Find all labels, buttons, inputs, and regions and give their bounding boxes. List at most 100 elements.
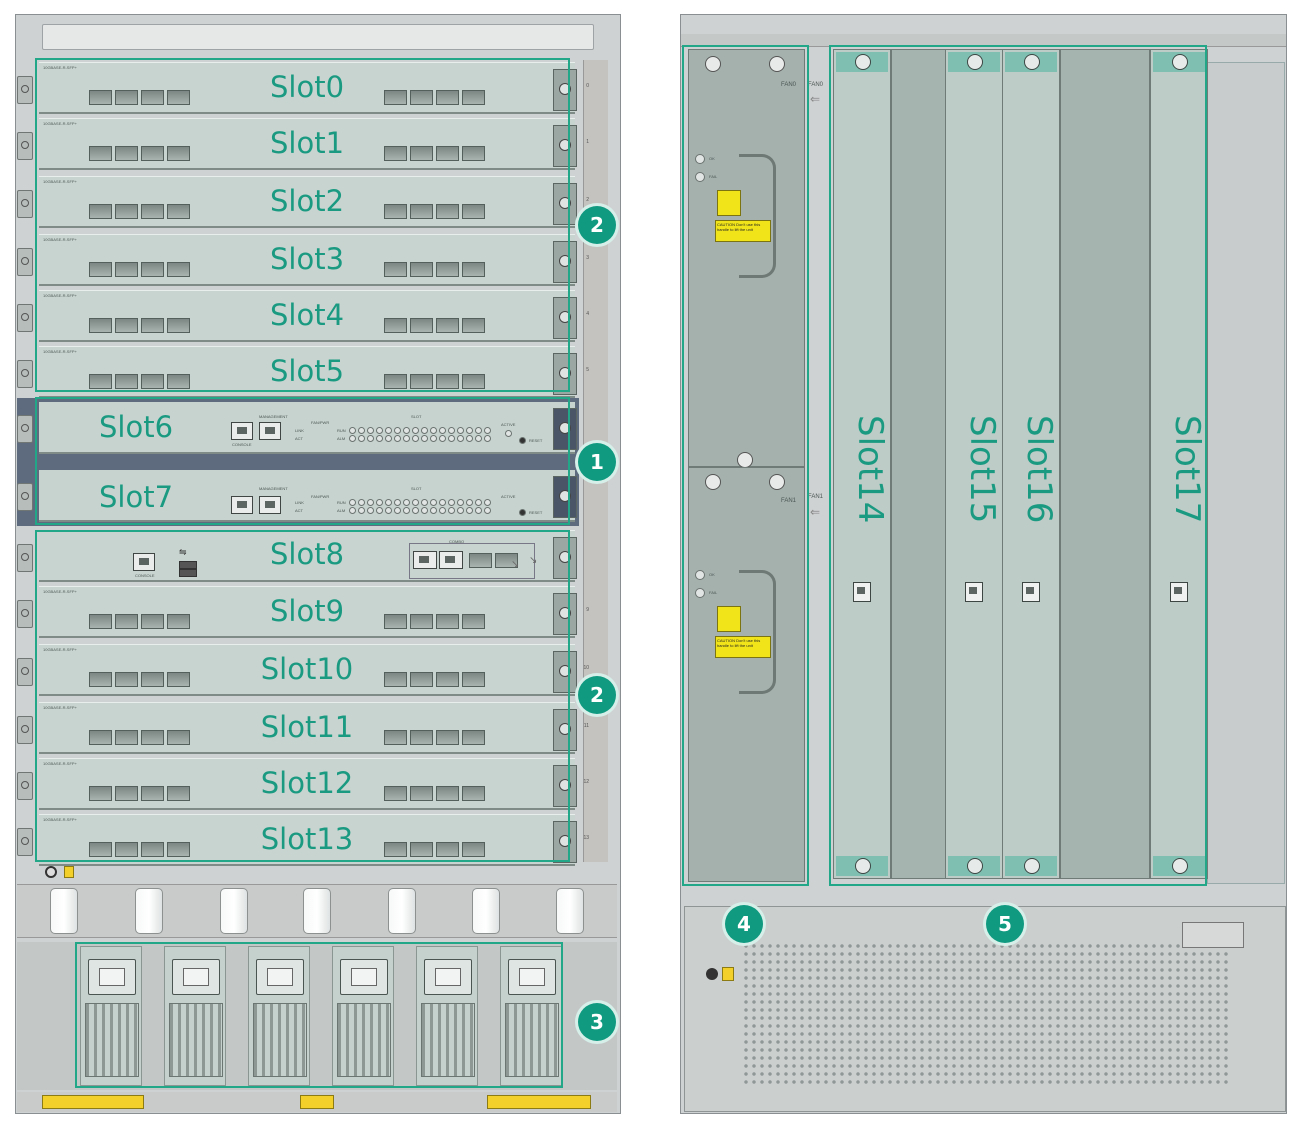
console-port[interactable] [853,582,871,602]
sfp-port[interactable] [141,786,164,801]
sfp-port[interactable] [167,614,190,629]
sfp-port[interactable] [141,614,164,629]
power-inlet-icon[interactable] [88,959,136,995]
console-port[interactable] [1170,582,1188,602]
sfp-port[interactable] [384,146,407,161]
card-ejector-icon[interactable] [553,353,577,395]
card-ejector-icon[interactable] [553,241,577,283]
sfp-port[interactable] [436,262,459,277]
console-port[interactable] [231,496,253,514]
sfp-port[interactable] [115,374,138,389]
sfp-port[interactable] [436,672,459,687]
sfp-port[interactable] [89,786,112,801]
power-supply-module[interactable] [500,946,562,1086]
sfp-port[interactable] [115,262,138,277]
sfp-port[interactable] [141,90,164,105]
sfp-port[interactable] [410,204,433,219]
sfp-port[interactable] [167,672,190,687]
card-ejector-icon[interactable] [553,125,577,167]
sfp-port[interactable] [141,842,164,857]
sfp-port[interactable] [410,146,433,161]
combo-sfp-port-2[interactable] [495,553,518,568]
sfp-port[interactable] [384,374,407,389]
card-ejector-icon[interactable] [553,765,577,807]
sfp-port[interactable] [410,90,433,105]
sfp-port[interactable] [436,786,459,801]
sfp-port[interactable] [462,672,485,687]
sfp-port[interactable] [167,318,190,333]
sfp-port[interactable] [436,614,459,629]
top-ejector-icon[interactable] [948,52,1000,72]
sfp-port[interactable] [89,204,112,219]
power-inlet-icon[interactable] [508,959,556,995]
sfp-port[interactable] [167,146,190,161]
sfp-port[interactable] [384,614,407,629]
sfp-port[interactable] [115,90,138,105]
sfp-port[interactable] [89,90,112,105]
sfp-port[interactable] [167,204,190,219]
sfp-port[interactable] [436,318,459,333]
sfp-port[interactable] [167,842,190,857]
sfp-port[interactable] [384,730,407,745]
sfp-port[interactable] [436,204,459,219]
sfp-port[interactable] [115,786,138,801]
sfp-port[interactable] [141,672,164,687]
card-ejector-icon[interactable] [553,821,577,863]
card-ejector-icon[interactable] [553,476,577,518]
mpu-card-slot6[interactable]: Slot6 MANAGEMENT CONSOLE LINK ACT FAN/PW… [17,402,577,454]
card-ejector-icon[interactable] [553,69,577,111]
sfp-port[interactable] [462,842,485,857]
sfp-port[interactable] [384,672,407,687]
sfp-port[interactable] [141,730,164,745]
reset-button[interactable] [519,509,526,516]
sfp-port[interactable] [141,204,164,219]
sfp-port[interactable] [462,786,485,801]
sfp-port[interactable] [141,318,164,333]
usb-port[interactable] [179,561,197,569]
sfp-port[interactable] [89,672,112,687]
combo-rj45-port-2[interactable] [439,551,463,569]
console-port[interactable] [231,422,253,440]
fabric-card-slot14[interactable]: Slot14 [833,49,891,879]
sfp-port[interactable] [89,842,112,857]
card-ejector-icon[interactable] [553,183,577,225]
sfp-port[interactable] [384,842,407,857]
card-ejector-icon[interactable] [553,408,577,450]
power-supply-module[interactable] [416,946,478,1086]
top-ejector-icon[interactable] [1153,52,1205,72]
fabric-card-slot16[interactable]: Slot16 [1002,49,1060,879]
console-port[interactable] [1022,582,1040,602]
sfp-port[interactable] [115,204,138,219]
power-inlet-icon[interactable] [172,959,220,995]
console-port[interactable] [965,582,983,602]
power-supply-module[interactable] [164,946,226,1086]
sfp-port[interactable] [410,614,433,629]
sfp-port[interactable] [410,672,433,687]
power-supply-module[interactable] [80,946,142,1086]
bottom-ejector-icon[interactable] [1005,856,1057,876]
sfp-port[interactable] [115,318,138,333]
combo-sfp-port-1[interactable] [469,553,492,568]
fan-handle[interactable] [739,570,776,694]
sfp-port[interactable] [410,374,433,389]
sfp-port[interactable] [115,672,138,687]
sfp-port[interactable] [115,842,138,857]
sfp-port[interactable] [384,90,407,105]
sfp-port[interactable] [462,614,485,629]
card-ejector-icon[interactable] [553,593,577,635]
sfp-port[interactable] [410,318,433,333]
sfp-port[interactable] [410,730,433,745]
power-supply-module[interactable] [248,946,310,1086]
fabric-card-slot17[interactable]: Slot17 [1150,49,1208,879]
sfp-port[interactable] [141,374,164,389]
reset-button[interactable] [519,437,526,444]
